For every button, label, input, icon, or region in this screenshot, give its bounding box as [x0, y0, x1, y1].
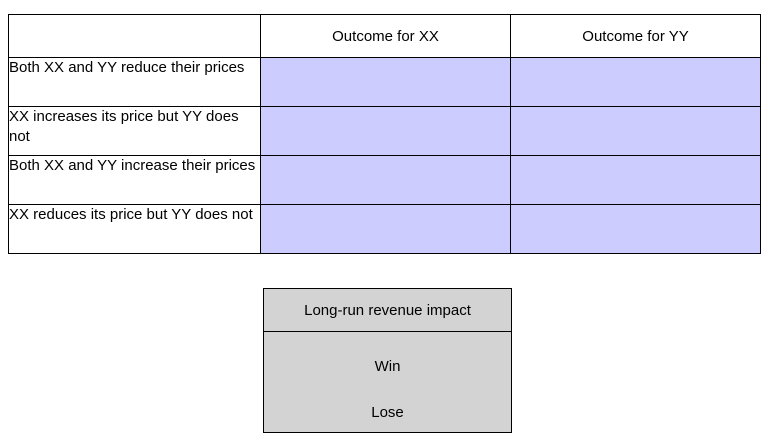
- drop-cell-row2-yy[interactable]: [510, 106, 761, 156]
- answer-option-lose[interactable]: Lose: [371, 404, 404, 421]
- drop-cell-row3-xx[interactable]: [260, 155, 511, 205]
- drop-cell-row2-xx[interactable]: [260, 106, 511, 156]
- drop-cell-row3-yy[interactable]: [510, 155, 761, 205]
- row-label-both-reduce: Both XX and YY reduce their prices: [8, 57, 261, 107]
- row-label-xx-increases: XX increases its price but YY does not: [8, 106, 261, 156]
- answer-bank: Long-run revenue impact Win Lose: [263, 288, 512, 433]
- table-row: XX reduces its price but YY does not: [8, 204, 761, 254]
- row-label-xx-reduces: XX reduces its price but YY does not: [8, 204, 261, 254]
- drop-cell-row4-xx[interactable]: [260, 204, 511, 254]
- drop-cell-row1-yy[interactable]: [510, 57, 761, 107]
- drop-cell-row4-yy[interactable]: [510, 204, 761, 254]
- header-row: Outcome for XX Outcome for YY: [8, 14, 761, 58]
- table-row: Both XX and YY reduce their prices: [8, 57, 761, 107]
- column-header-outcome-yy: Outcome for YY: [510, 14, 761, 58]
- drop-cell-row1-xx[interactable]: [260, 57, 511, 107]
- answer-option-win[interactable]: Win: [374, 358, 401, 375]
- corner-header-cell: [8, 14, 261, 58]
- table-row: XX increases its price but YY does not: [8, 106, 761, 156]
- table-row: Both XX and YY increase their prices: [8, 155, 761, 205]
- answer-bank-title: Long-run revenue impact: [264, 289, 511, 332]
- row-label-both-increase: Both XX and YY increase their prices: [8, 155, 261, 205]
- outcomes-table: Outcome for XX Outcome for YY Both XX an…: [8, 14, 761, 254]
- column-header-outcome-xx: Outcome for XX: [260, 14, 511, 58]
